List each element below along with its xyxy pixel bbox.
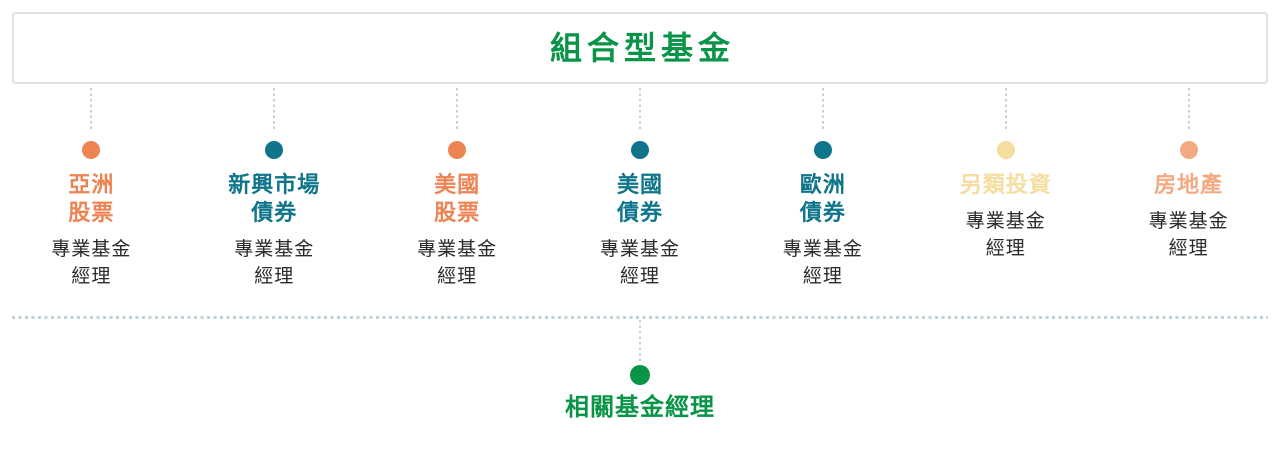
connector-line-vertical xyxy=(273,88,276,132)
category-column-alternatives: 另類投資 專業基金 經理 xyxy=(914,86,1097,290)
connector-line-vertical xyxy=(639,88,641,132)
connector-line-vertical xyxy=(456,88,459,132)
connector-line-vertical xyxy=(639,320,641,362)
category-name: 美國 股票 xyxy=(434,171,480,227)
category-role-line: 專業基金 xyxy=(965,211,1046,232)
category-dot xyxy=(448,141,467,159)
category-column-us-equity: 美國 股票 專業基金 經理 xyxy=(366,86,549,290)
category-dot xyxy=(996,141,1015,159)
related-manager-group: 相關基金經理 xyxy=(0,320,1280,423)
category-dot xyxy=(82,141,101,159)
category-dot xyxy=(265,141,284,159)
category-name: 房地產 xyxy=(1154,171,1223,199)
connector-line-vertical xyxy=(821,88,824,132)
category-dot xyxy=(1179,141,1198,159)
category-columns: 亞洲 股票 專業基金 經理 新興市場 債券 專業基金 經理 美國 股票 專業基金… xyxy=(0,86,1280,290)
category-role: 專業基金 經理 xyxy=(600,236,680,290)
related-manager-label: 相關基金經理 xyxy=(565,394,715,421)
connector-line-vertical xyxy=(1187,88,1190,132)
category-name-line: 另類投資 xyxy=(959,172,1052,197)
category-name-line: 亞洲 xyxy=(68,172,115,197)
category-role: 專業基金 經理 xyxy=(51,236,131,290)
category-name: 歐洲 債券 xyxy=(800,171,846,227)
category-role: 專業基金 經理 xyxy=(783,236,863,290)
category-role-line: 經理 xyxy=(802,266,843,287)
category-name-line: 美國 xyxy=(617,172,664,197)
category-role-line: 專業基金 xyxy=(782,239,863,260)
category-name-line: 股票 xyxy=(434,200,481,225)
page-title: 組合型基金 xyxy=(549,30,735,66)
category-role-line: 經理 xyxy=(254,266,295,287)
category-column-europe-bond: 歐洲 債券 專業基金 經理 xyxy=(731,86,914,290)
category-role-line: 經理 xyxy=(71,266,112,287)
category-name-line: 新興市場 xyxy=(228,172,321,197)
category-role-line: 專業基金 xyxy=(600,239,681,260)
category-role-line: 專業基金 xyxy=(51,239,132,260)
category-role: 專業基金 經理 xyxy=(966,208,1046,262)
category-dot xyxy=(813,141,832,159)
category-role-line: 經理 xyxy=(620,266,661,287)
category-name: 亞洲 股票 xyxy=(68,171,114,227)
category-role-line: 專業基金 xyxy=(417,239,498,260)
category-dot xyxy=(631,141,649,159)
category-role-line: 專業基金 xyxy=(1148,211,1229,232)
category-name-line: 債券 xyxy=(617,200,664,225)
category-name-line: 歐洲 xyxy=(799,172,846,197)
category-column-us-bond: 美國 債券 專業基金 經理 xyxy=(549,86,732,290)
category-name-line: 債券 xyxy=(251,200,298,225)
category-name: 新興市場 債券 xyxy=(228,171,320,227)
related-manager-dot xyxy=(630,365,650,385)
category-role-line: 經理 xyxy=(437,266,478,287)
connector-line-vertical xyxy=(1004,88,1007,132)
divider-dotted-line xyxy=(12,316,1268,319)
category-name: 另類投資 xyxy=(960,171,1052,199)
category-role: 專業基金 經理 xyxy=(417,236,497,290)
category-column-em-bond: 新興市場 債券 專業基金 經理 xyxy=(183,86,366,290)
category-name-line: 美國 xyxy=(434,172,481,197)
category-role-line: 專業基金 xyxy=(234,239,315,260)
fund-of-funds-box: 組合型基金 xyxy=(12,12,1268,84)
category-name-line: 股票 xyxy=(68,200,115,225)
category-role-line: 經理 xyxy=(985,238,1026,259)
category-name-line: 房地產 xyxy=(1154,172,1224,197)
category-name: 美國 債券 xyxy=(617,171,663,227)
category-column-real-estate: 房地產 專業基金 經理 xyxy=(1097,86,1280,290)
connector-line-vertical xyxy=(90,88,93,132)
category-name-line: 債券 xyxy=(799,200,846,225)
category-role: 專業基金 經理 xyxy=(234,236,314,290)
category-role: 專業基金 經理 xyxy=(1149,208,1229,262)
category-column-asia-equity: 亞洲 股票 專業基金 經理 xyxy=(0,86,183,290)
category-role-line: 經理 xyxy=(1168,238,1209,259)
